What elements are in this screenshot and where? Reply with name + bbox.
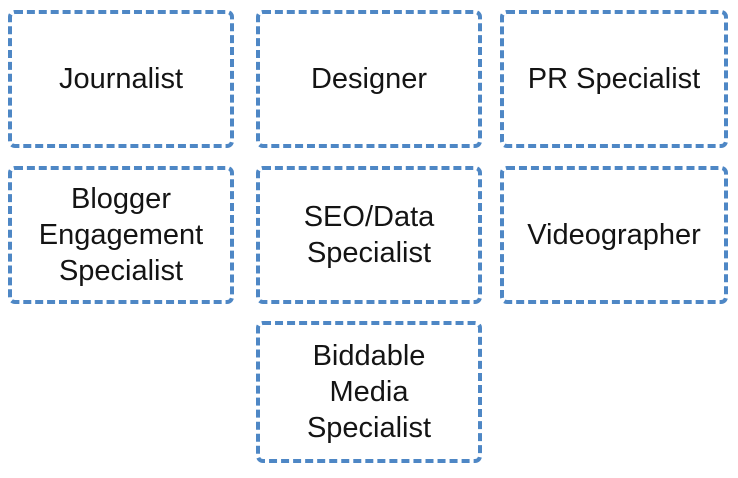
role-label: Designer	[310, 62, 428, 95]
role-box-pr-specialist: PR Specialist	[500, 10, 728, 148]
role-label: Videographer	[527, 218, 701, 251]
role-box-seo-data-specialist: SEO/Data Specialist	[256, 166, 482, 304]
role-label: Journalist	[58, 62, 184, 95]
role-box-blogger-engagement-specialist: Blogger Engagement Specialist	[8, 166, 234, 304]
role-label: Blogger Engagement Specialist	[38, 182, 204, 288]
role-label: PR Specialist	[527, 62, 701, 95]
role-label: Biddable Media Specialist	[306, 339, 432, 445]
role-box-designer: Designer	[256, 10, 482, 148]
role-box-journalist: Journalist	[8, 10, 234, 148]
role-label: SEO/Data Specialist	[303, 200, 435, 269]
role-box-videographer: Videographer	[500, 166, 728, 304]
role-box-biddable-media-specialist: Biddable Media Specialist	[256, 321, 482, 463]
